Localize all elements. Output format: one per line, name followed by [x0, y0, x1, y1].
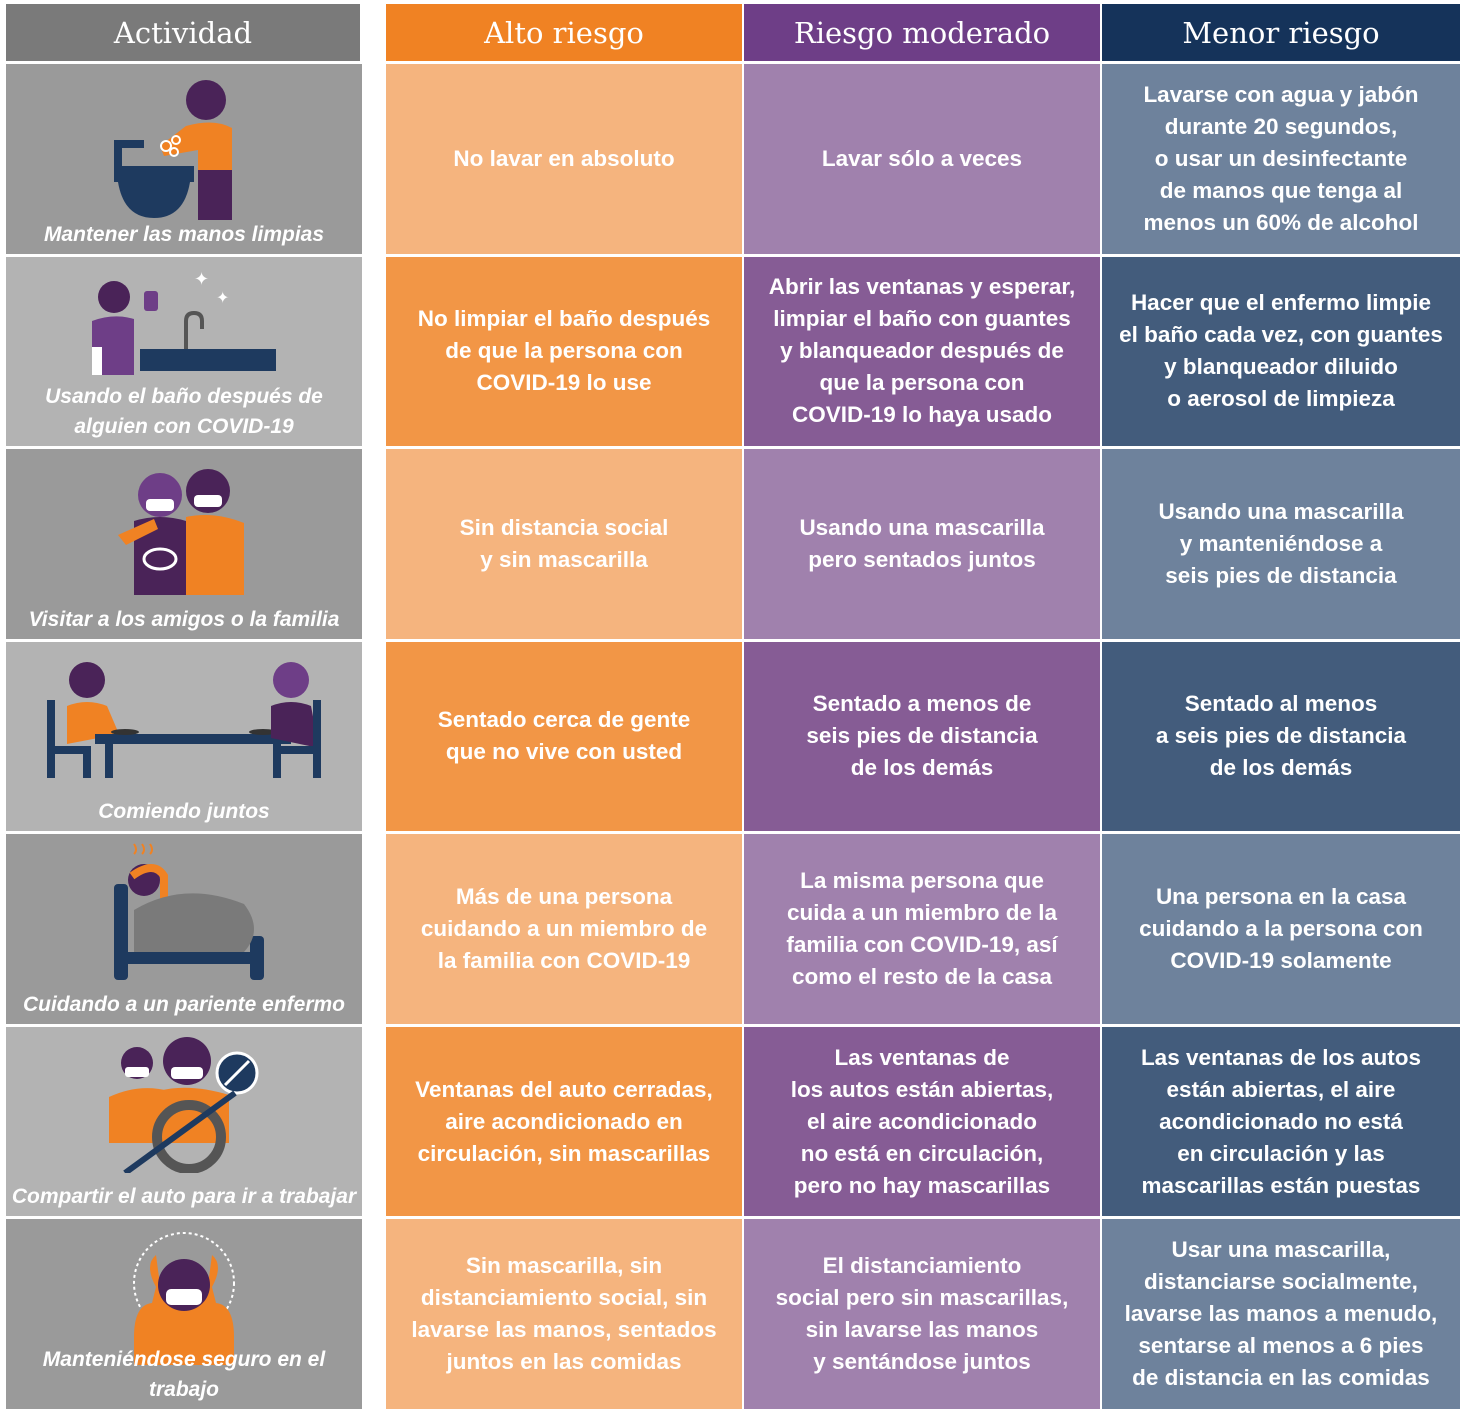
header-low-risk: Menor riesgo: [1102, 4, 1460, 61]
activity-label: Usando el baño después de alguien con CO…: [45, 385, 323, 439]
low-risk-cell: Usar una mascarilla, distanciarse social…: [1102, 1216, 1460, 1409]
moderate-risk-cell: Sentado a menos de seis pies de distanci…: [744, 638, 1102, 832]
eating-together-icon: [47, 661, 321, 778]
low-risk-cell: Usando una mascarilla y manteniéndose a …: [1102, 446, 1460, 639]
activity-label: Cuidando a un pariente enfermo: [22, 992, 346, 1016]
moderate-risk-cell: La misma persona que cuida a un miembro …: [744, 831, 1102, 1024]
activity-cell: ✦ ✦ Usando el baño después de alguien co…: [6, 253, 362, 447]
header-high-risk: Alto riesgo: [386, 4, 744, 61]
low-risk-cell: Una persona en la casa cuidando a la per…: [1102, 831, 1460, 1024]
activity-cell: Visitar a los amigos o la familia: [6, 446, 362, 639]
cleaning-bathroom-icon: ✦ ✦: [92, 269, 276, 375]
activity-label: Compartir el auto para ir a trabajar: [11, 1185, 357, 1209]
header-activity: Actividad: [6, 4, 362, 61]
high-risk-cell: Sin mascarilla, sin distanciamiento soci…: [386, 1216, 744, 1409]
low-risk-cell: Hacer que el enfermo limpie el baño cada…: [1102, 253, 1460, 447]
moderate-risk-cell: El distanciamiento social pero sin masca…: [744, 1216, 1102, 1409]
low-risk-cell: Las ventanas de los autos están abiertas…: [1102, 1023, 1460, 1217]
high-risk-cell: Ventanas del auto cerradas, aire acondic…: [386, 1023, 744, 1217]
activity-cell: Mantener las manos limpias: [6, 61, 362, 254]
moderate-risk-cell: Abrir las ventanas y esperar, limpiar el…: [744, 253, 1102, 447]
family-visit-icon: [118, 469, 244, 596]
moderate-risk-cell: Las ventanas de los autos están abiertas…: [744, 1023, 1102, 1217]
activity-label: Mantener las manos limpias: [43, 222, 325, 246]
high-risk-cell: Sentado cerca de gente que no vive con u…: [386, 638, 744, 832]
high-risk-cell: No lavar en absoluto: [386, 61, 744, 254]
carpool-icon: [109, 1036, 259, 1173]
activity-cell: Compartir el auto para ir a trabajar: [6, 1023, 362, 1217]
safe-at-work-icon: [133, 1232, 235, 1366]
svg-text:✦: ✦: [194, 269, 209, 290]
high-risk-cell: Más de una persona cuidando a un miembro…: [386, 831, 744, 1024]
sick-relative-icon: [114, 843, 264, 981]
activity-cell: Cuidando a un pariente enfermo: [6, 831, 362, 1024]
activity-label: Visitar a los amigos o la familia: [28, 607, 340, 631]
high-risk-cell: No limpiar el baño después de que la per…: [386, 253, 744, 447]
activity-label: Manteniéndose seguro en el trabajo: [42, 1347, 326, 1401]
activity-cell: Manteniéndose seguro en el trabajo: [6, 1216, 362, 1409]
low-risk-cell: Lavarse con agua y jabón durante 20 segu…: [1102, 61, 1460, 254]
activity-label: Comiendo juntos: [98, 800, 270, 824]
low-risk-cell: Sentado al menos a seis pies de distanci…: [1102, 638, 1460, 832]
moderate-risk-cell: Lavar sólo a veces: [744, 61, 1102, 254]
activity-cell: Comiendo juntos: [6, 638, 362, 832]
high-risk-cell: Sin distancia social y sin mascarilla: [386, 446, 744, 639]
svg-text:✦: ✦: [216, 288, 229, 307]
moderate-risk-cell: Usando una mascarilla pero sentados junt…: [744, 446, 1102, 639]
handwashing-icon: [114, 80, 232, 220]
header-moderate-risk: Riesgo moderado: [744, 4, 1102, 61]
